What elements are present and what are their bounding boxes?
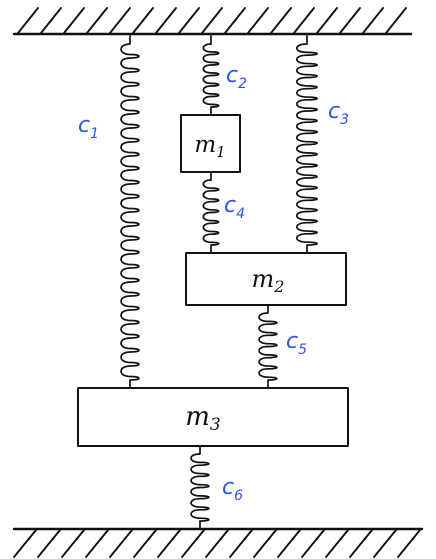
hatch-line: [109, 529, 133, 558]
hatch-line: [247, 7, 269, 34]
spring-labels: c1 c2 c3 c4 c5 c6: [78, 63, 349, 504]
hatch-line: [157, 529, 181, 558]
floor-hatching: [13, 529, 421, 558]
spring-c2: [202, 35, 220, 116]
hatch-line: [270, 7, 292, 34]
spring-label-c5: c5: [286, 329, 307, 358]
mass-m1-label: m1: [194, 132, 225, 161]
hatch-line: [293, 7, 315, 34]
floor-support: [12, 527, 424, 558]
springs: [120, 35, 319, 530]
hatch-line: [201, 7, 223, 34]
hatch-line: [37, 529, 61, 558]
hatch-line: [133, 529, 157, 558]
hatch-line: [181, 529, 205, 558]
mass-m1-box: [180, 114, 241, 173]
hatch-line: [17, 7, 39, 34]
hatch-line: [61, 529, 85, 558]
hatch-line: [362, 7, 384, 34]
ceiling-support: [12, 7, 413, 36]
hatch-line: [373, 529, 397, 558]
hatch-line: [339, 7, 361, 34]
hatch-line: [253, 529, 277, 558]
hatch-line: [385, 7, 407, 34]
mass-m1: m1: [180, 114, 241, 173]
hatch-line: [325, 529, 349, 558]
spring-c5: [258, 304, 278, 389]
hatch-line: [86, 7, 108, 34]
spring-label-c2: c2: [226, 63, 247, 92]
spring-label-c6: c6: [222, 475, 243, 504]
mass-m2-label: m2: [252, 265, 285, 296]
hatch-line: [109, 7, 131, 34]
hatch-line: [63, 7, 85, 34]
hatch-line: [13, 529, 37, 558]
hatch-line: [301, 529, 325, 558]
hatch-line: [205, 529, 229, 558]
mass-m3: m3: [77, 387, 349, 447]
mass-m2: m2: [185, 252, 347, 306]
hatch-line: [40, 7, 62, 34]
hatch-line: [316, 7, 338, 34]
mass-m3-label: m3: [185, 402, 220, 435]
spring-label-c4: c4: [224, 193, 245, 222]
hatch-line: [277, 529, 301, 558]
spring-label-c3: c3: [328, 99, 349, 128]
hatch-line: [155, 7, 177, 34]
spring-c3: [295, 35, 319, 254]
hatch-line: [178, 7, 200, 34]
ceiling-hatching: [17, 7, 407, 34]
hatch-line: [224, 7, 246, 34]
spring-c6: [190, 445, 210, 530]
spring-c4: [202, 171, 220, 254]
spring-label-c1: c1: [78, 113, 99, 142]
hatch-line: [397, 529, 421, 558]
hatch-line: [132, 7, 154, 34]
mass-m2-box: [185, 252, 347, 306]
hatch-line: [349, 529, 373, 558]
hatch-line: [85, 529, 109, 558]
spring-c1: [120, 35, 140, 389]
hatch-line: [229, 529, 253, 558]
mass-m3-box: [77, 387, 349, 447]
